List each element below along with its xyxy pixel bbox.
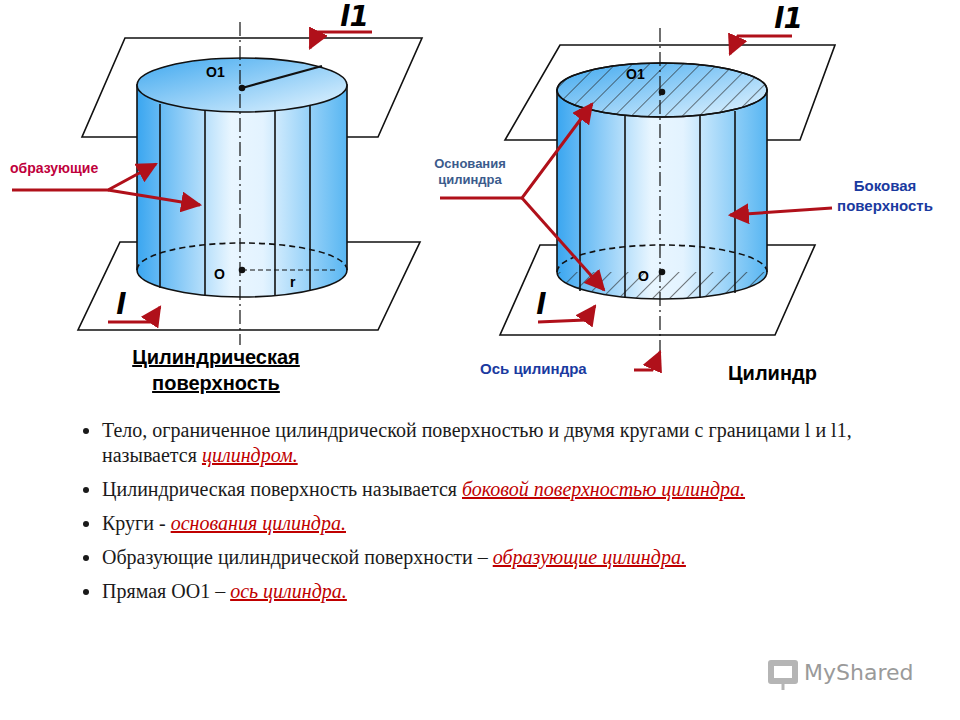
definition-text: Цилиндрическая поверхность называется: [102, 478, 457, 500]
defined-term: цилиндром.: [202, 444, 298, 466]
definition-item: Прямая OO1 – ось цилиндра.: [102, 579, 892, 604]
defined-term: ось цилиндра.: [230, 580, 347, 602]
plane-label: l: [116, 288, 126, 321]
watermark: MyShared: [804, 660, 913, 685]
figure-caption: Цилиндр: [728, 362, 817, 385]
callout-label: Основания цилиндра: [420, 156, 520, 189]
point-label: O: [214, 266, 225, 282]
definition-text: Прямая OO1 –: [102, 580, 225, 602]
definition-item: Образующие цилиндрической поверхности – …: [102, 545, 892, 570]
definition-item: Цилиндрическая поверхность называется бо…: [102, 477, 892, 502]
point-label: O1: [206, 64, 225, 80]
figure-caption: Цилиндрическая поверхность: [86, 344, 346, 396]
definition-item: Тело, ограниченное цилиндрической поверх…: [102, 418, 892, 468]
plane-label: l1: [340, 0, 369, 33]
definition-text: Образующие цилиндрической поверхности –: [102, 546, 488, 568]
callout-label: Боковая поверхность: [826, 176, 944, 215]
plane-label: l: [536, 288, 546, 321]
watermark-icon: [768, 660, 798, 690]
callout-label: Ось цилиндра: [480, 360, 587, 377]
defined-term: основания цилиндра.: [171, 512, 346, 534]
definition-item: Круги - основания цилиндра.: [102, 511, 892, 536]
defined-term: боковой поверхностью цилиндра.: [462, 478, 745, 500]
defined-term: образующие цилиндра.: [493, 546, 686, 568]
callout-label: образующие: [10, 160, 98, 176]
radius-label: r: [290, 274, 295, 290]
plane-label: l1: [774, 2, 803, 35]
definition-list: Тело, ограниченное цилиндрической поверх…: [78, 418, 892, 613]
point-label: O1: [626, 66, 645, 82]
definition-text: Круги -: [102, 512, 166, 534]
point-label: O: [638, 268, 649, 284]
